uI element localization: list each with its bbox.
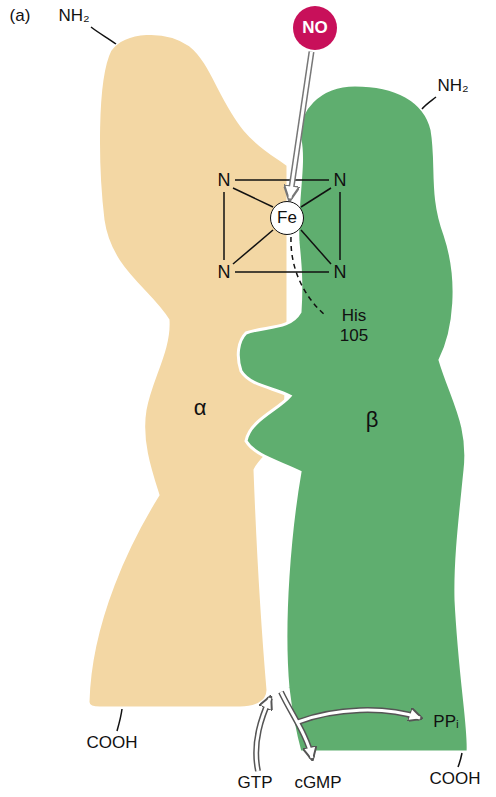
panel-letter: (a) <box>10 6 31 26</box>
heme-bond <box>223 192 225 260</box>
heme-bond <box>235 271 329 273</box>
substrate-arrow <box>256 698 270 771</box>
arrow-core <box>256 698 270 771</box>
substrate-label: GTP <box>238 773 273 793</box>
subunit-label: β <box>366 408 379 432</box>
atom-label: N <box>218 170 231 191</box>
subunit-outline <box>228 55 478 757</box>
atom-label: N <box>334 262 347 283</box>
residue-label: His 105 <box>334 306 375 345</box>
subunit-shape <box>238 85 468 752</box>
iron-atom: Fe <box>270 201 304 235</box>
terminus-leader <box>91 27 116 44</box>
atom-label: N <box>218 262 231 283</box>
node-text: NO <box>302 19 328 38</box>
ligand-circle: NO <box>293 6 337 50</box>
terminus-label: COOH <box>430 769 481 789</box>
terminus-label: NH₂ <box>58 6 89 26</box>
atom-label: N <box>334 170 347 191</box>
heme-bond <box>235 179 329 181</box>
product-label: cGMP <box>294 773 341 793</box>
product-label: PPᵢ <box>433 712 458 732</box>
terminus-label: COOH <box>87 733 138 753</box>
heme-bond <box>339 192 341 260</box>
terminus-leader <box>458 753 462 767</box>
terminus-label: NH₂ <box>437 76 468 96</box>
terminus-leader <box>117 709 122 731</box>
node-text: Fe <box>277 209 297 228</box>
terminus-leader <box>422 97 436 109</box>
beta-subunit: β <box>228 55 478 757</box>
subunit-label: α <box>194 396 207 420</box>
